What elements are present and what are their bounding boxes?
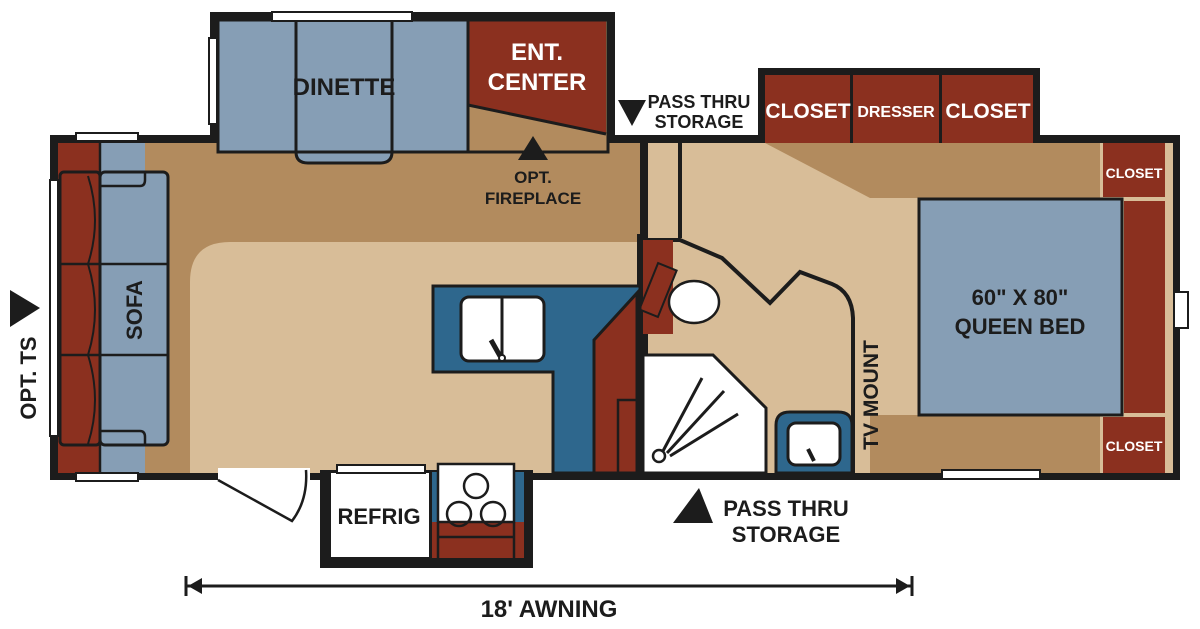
passage-wall-left [644,143,648,238]
bedroom-floor-top [765,143,1100,198]
rear-window [1173,291,1189,329]
closet-top-right [942,75,1033,143]
awning-label: 18' AWNING [481,596,618,623]
passage-wall-right [678,143,682,238]
bed-label-2: QUEEN BED [955,314,1086,339]
fireplace-label-2: FIREPLACE [485,189,581,208]
opt-ts-arrow-icon [10,290,40,327]
sofa-cushions-icon [87,175,96,445]
pass-thru-top-arrow-icon [618,100,646,126]
ent-center [468,20,606,134]
fireplace-label-1: OPT. [514,168,552,187]
queen-bed [917,197,1124,417]
bathroom-wall [643,238,855,473]
pass-thru-top-label-1: PASS THRU [648,92,751,112]
closet-top-right-label: CLOSET [945,100,1030,123]
ent-center-label-1: ENT. [511,39,563,66]
stove [436,462,516,524]
closet-top-left [765,75,850,143]
toilet-tank [638,261,678,319]
shower-head-icon [651,377,739,464]
window [208,37,218,125]
pass-thru-bottom-label-2: STORAGE [732,522,840,547]
tv-mount-label: TV MOUNT [860,340,883,450]
awning-dimension-line [184,576,914,596]
ent-center-label-2: CENTER [488,69,587,96]
sofa-label: SOFA [122,280,147,340]
dresser [853,75,939,143]
toilet-icon [667,279,721,325]
refrigerator [329,471,431,559]
opt-ts-label: OPT. TS [16,336,41,419]
refrig-label: REFRIG [337,504,420,529]
dresser-label: DRESSER [857,104,935,121]
bed-label-1: 60" X 80" [972,285,1069,310]
window [75,472,139,482]
window [75,132,139,142]
window [941,469,1041,480]
window [271,11,413,22]
dinette-table [294,18,394,165]
nightstand-cabinet [1124,201,1165,413]
closet-top-left-label: CLOSET [765,100,850,123]
window [49,179,59,437]
fireplace-arrow-icon [518,136,548,160]
dinette-label: DINETTE [293,74,396,101]
pass-thru-bottom-label-1: PASS THRU [723,496,849,521]
stove-burners-icon [445,472,507,528]
entry-door[interactable] [217,469,308,523]
pass-thru-top-label-2: STORAGE [655,112,744,132]
pass-thru-bottom-arrow-icon [673,488,713,523]
bedroom-floor-bottom [870,415,1100,473]
closet-bed-top-label: CLOSET [1106,165,1163,181]
closet-bed-bottom [1103,417,1165,473]
bath-sink-icon [786,421,842,467]
closet-bed-bottom-label: CLOSET [1106,438,1163,454]
closet-bed-top [1103,143,1165,197]
